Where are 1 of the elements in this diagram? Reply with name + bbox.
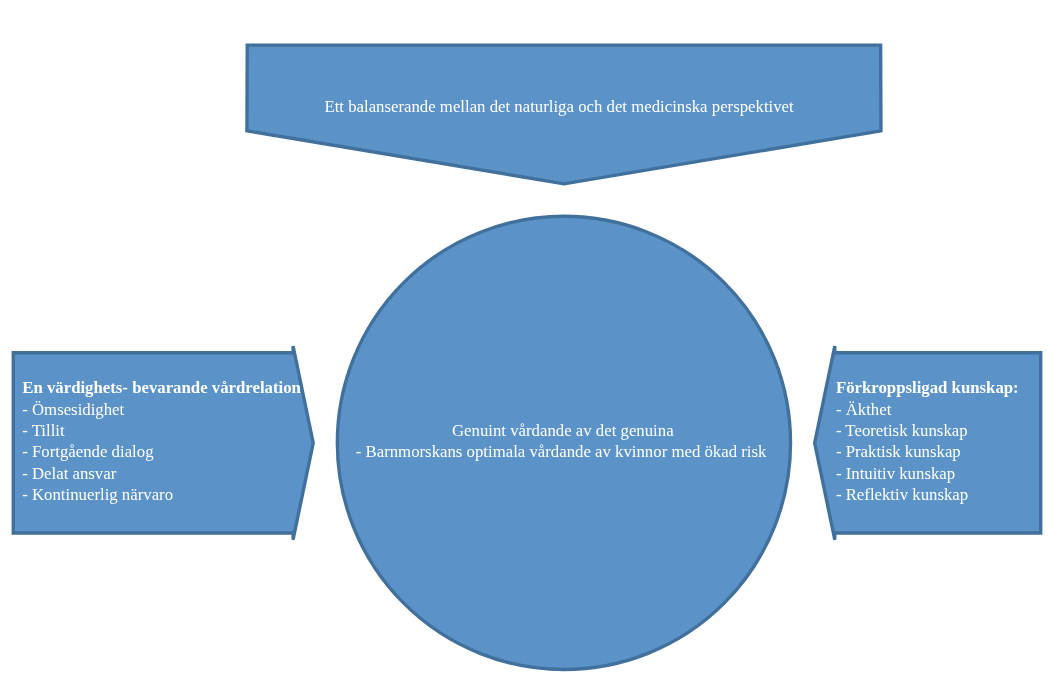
node-circle: Genuint vårdande av det genuina - Barnmorskans optimala vårdande av kvinnor med ökad risk — [335, 214, 793, 672]
